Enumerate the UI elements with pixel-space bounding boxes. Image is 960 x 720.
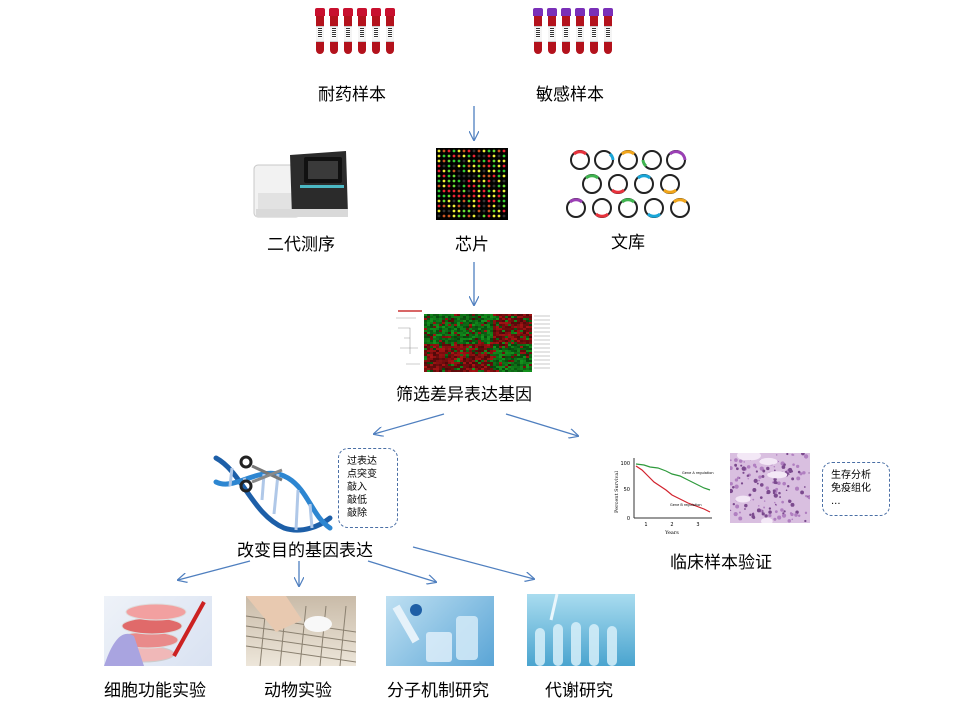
microarray-chip-image <box>436 148 508 220</box>
km-ytick: 50 <box>624 487 630 493</box>
chip-label: 芯片 <box>455 235 489 255</box>
animal-experiment-label: 动物实验 <box>264 681 332 701</box>
km-xtick: 3 <box>696 522 699 528</box>
km-xtick: 2 <box>670 522 673 528</box>
differential-expression-heatmap <box>396 308 552 374</box>
resistant-sample-label: 耐药样本 <box>318 85 386 105</box>
cell-experiment-label: 细胞功能实验 <box>104 681 206 701</box>
km-xtick: 1 <box>644 522 647 528</box>
blood-tube-icon <box>533 8 543 54</box>
arrow-to-molecular <box>367 560 436 582</box>
blood-tube-icon <box>561 8 571 54</box>
survival-curve-chart: 100 50 0 1 2 3 Years Percent Survival Ge… <box>610 452 716 538</box>
arrow-to-modify <box>374 413 445 434</box>
plasmid-library-icon <box>566 150 690 218</box>
sequencer-icon <box>253 151 348 218</box>
scissors-icon <box>239 455 283 493</box>
resistant-sample-tubes <box>315 8 395 54</box>
method-item: 过表达 <box>347 456 377 467</box>
arrow-to-clinical <box>505 413 578 436</box>
blood-tube-icon <box>385 8 395 54</box>
method-item: 敲低 <box>347 495 367 506</box>
modify-gene-label: 改变目的基因表达 <box>237 541 373 561</box>
dna-scissors-icon <box>213 455 333 533</box>
ngs-label: 二代测序 <box>267 235 335 255</box>
blood-tube-icon <box>575 8 585 54</box>
method-item: 敲入 <box>347 482 367 493</box>
method-item: 敲除 <box>347 508 367 519</box>
km-legend-high: Gene A regulation <box>682 471 714 475</box>
metabolic-research-image <box>527 594 635 666</box>
clinical-method-item: 生存分析 <box>831 470 871 481</box>
blood-tube-icon <box>315 8 325 54</box>
km-ylabel: Percent Survival <box>614 471 620 513</box>
metabolic-research-label: 代谢研究 <box>545 681 613 701</box>
blood-tube-icon <box>357 8 367 54</box>
km-legend-low: Gene B regulation <box>670 503 702 507</box>
km-ytick: 100 <box>620 461 630 467</box>
km-xlabel: Years <box>664 530 679 536</box>
clinical-method-item: ... <box>831 496 841 507</box>
screen-genes-label: 筛选差异表达基因 <box>396 385 532 405</box>
animal-experiment-image <box>246 596 356 666</box>
blood-tube-icon <box>343 8 353 54</box>
cell-experiment-image <box>104 596 212 666</box>
modification-methods-box: 过表达 点突变 敲入 敲低 敲除 <box>338 448 398 528</box>
sensitive-sample-tubes <box>533 8 613 54</box>
blood-tube-icon <box>589 8 599 54</box>
blood-tube-icon <box>603 8 613 54</box>
arrow-to-cell <box>178 560 251 580</box>
library-label: 文库 <box>611 233 645 253</box>
blood-tube-icon <box>371 8 381 54</box>
ihc-histology-image <box>730 453 810 523</box>
clinical-methods-box: 生存分析 免疫组化 ... <box>822 462 890 516</box>
km-low-curve <box>635 465 711 513</box>
method-item: 点突变 <box>347 469 377 480</box>
blood-tube-icon <box>547 8 557 54</box>
blood-tube-icon <box>329 8 339 54</box>
clinical-method-item: 免疫组化 <box>831 483 871 494</box>
clinical-validation-label: 临床样本验证 <box>670 553 772 573</box>
km-high-curve <box>635 463 711 491</box>
molecular-mechanism-image <box>386 596 494 666</box>
molecular-research-label: 分子机制研究 <box>387 681 489 701</box>
km-ytick: 0 <box>627 516 630 522</box>
arrow-to-metabolic <box>412 546 534 579</box>
sensitive-sample-label: 敏感样本 <box>536 85 604 105</box>
